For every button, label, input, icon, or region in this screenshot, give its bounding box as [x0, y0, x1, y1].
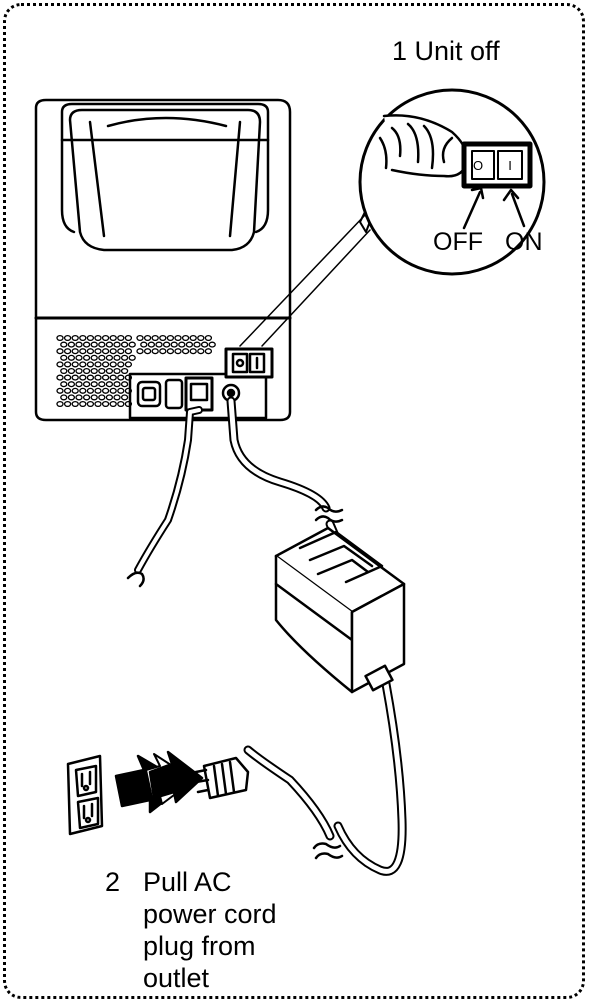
step2-line-2: power cord [143, 899, 277, 929]
step2-line-3: plug from [143, 931, 256, 961]
step2-line-1: Pull AC [143, 867, 232, 897]
switch-on-symbol: I [508, 158, 512, 173]
step2-number: 2 [105, 867, 120, 897]
step1-label: 1 Unit off [392, 36, 500, 66]
off-label: OFF [433, 228, 483, 256]
switch-off-symbol: O [473, 158, 483, 173]
wall-outlet [68, 756, 102, 834]
step2-line-4: outlet [143, 963, 210, 993]
pull-arrow [116, 752, 202, 812]
ac-plug [196, 758, 248, 798]
on-label: ON [505, 228, 543, 256]
ac-adapter [276, 528, 404, 692]
